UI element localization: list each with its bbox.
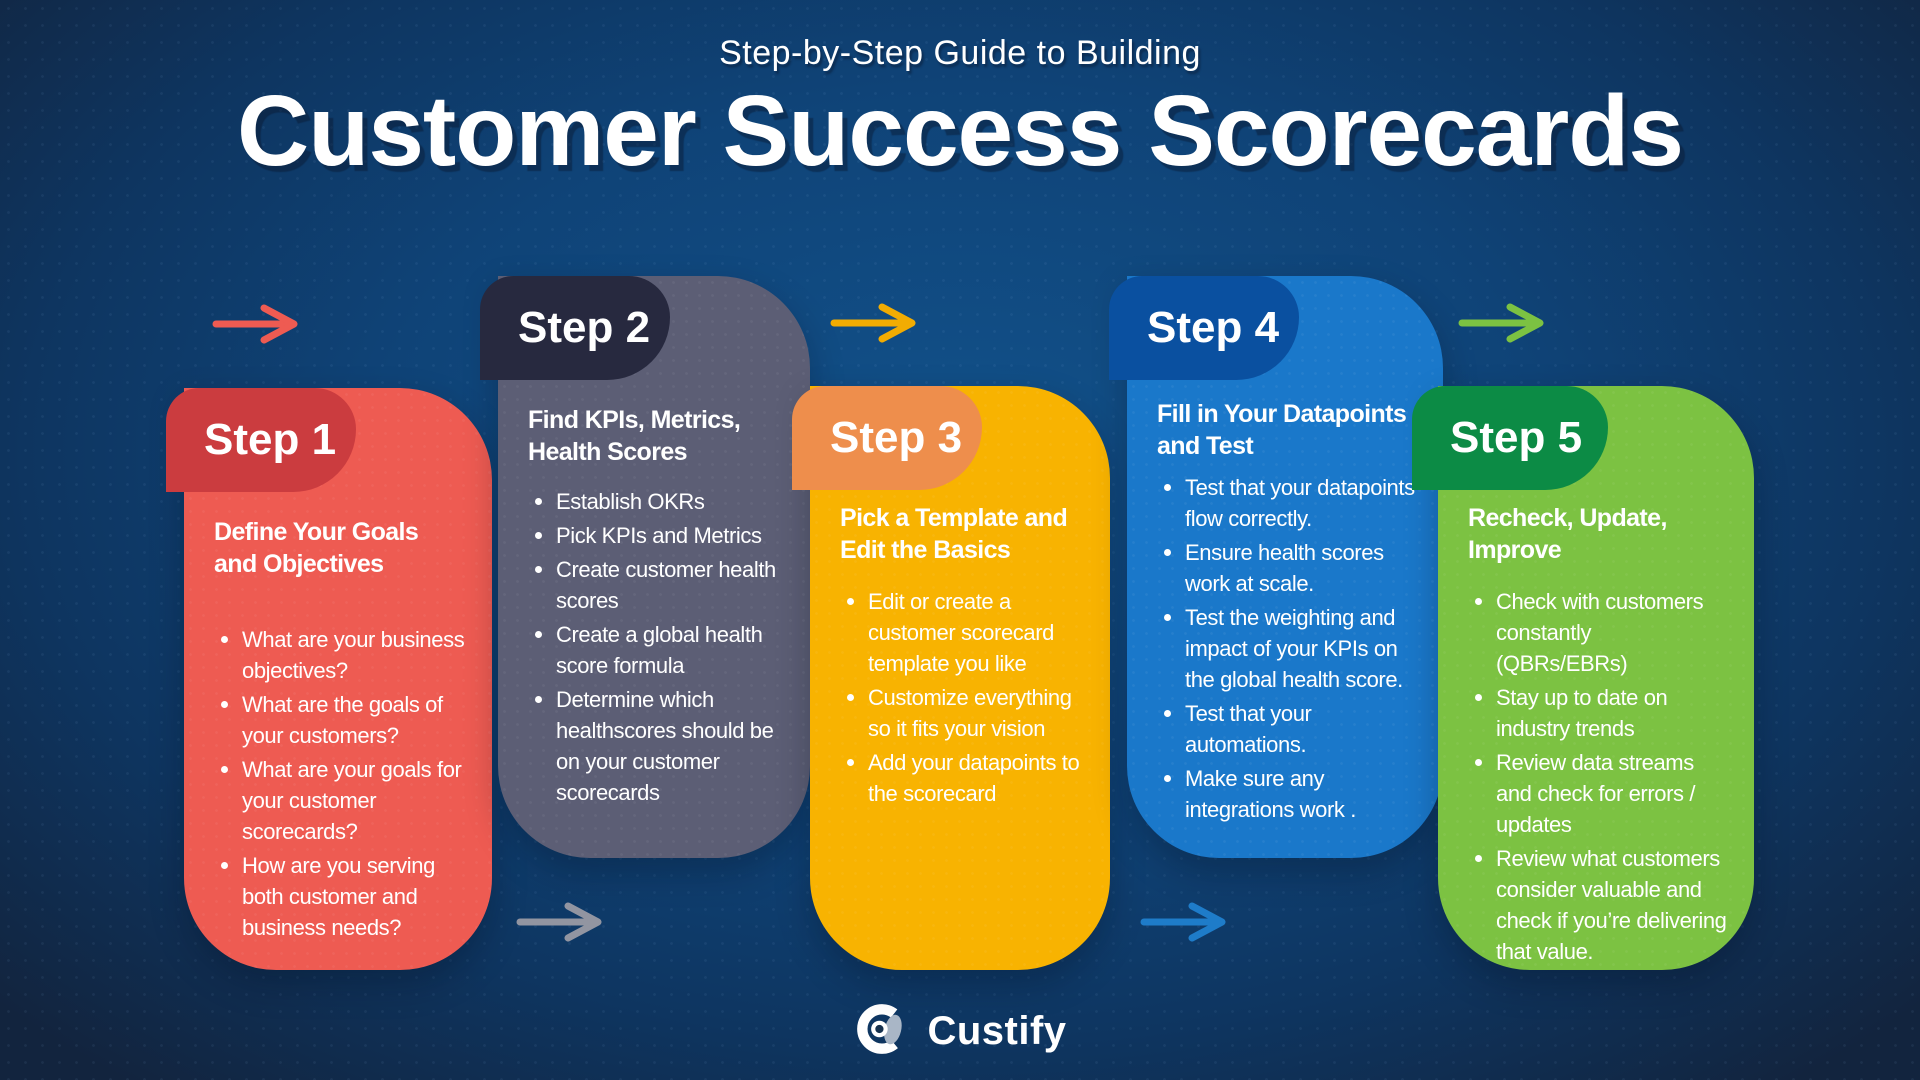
- custify-logo-icon: [853, 1000, 911, 1063]
- bullet-item: Determine which healthscores should be o…: [532, 684, 784, 808]
- step-4-bullets: Test that your datapoints flow correctly…: [1157, 472, 1417, 825]
- step-3-tab: Step 3: [792, 386, 982, 490]
- step-2-label: Step 2: [518, 303, 651, 352]
- step-4-tab: Step 4: [1109, 276, 1299, 380]
- bullet-item: Test that your datapoints flow correctly…: [1161, 472, 1417, 534]
- right-arrow-icon: [1458, 303, 1550, 343]
- step-5-label: Step 5: [1450, 413, 1583, 462]
- bullet-item: How are you serving both customer and bu…: [218, 850, 466, 943]
- right-arrow-icon: [212, 304, 304, 344]
- right-arrow-icon: [516, 902, 608, 942]
- bullet-item: Pick KPIs and Metrics: [532, 520, 784, 551]
- bullet-item: Create a global health score formula: [532, 619, 784, 681]
- brand-name: Custify: [927, 1009, 1067, 1053]
- bullet-item: Stay up to date on industry trends: [1472, 682, 1728, 744]
- step-1-bullets: What are your business objectives?What a…: [214, 624, 466, 943]
- bullet-item: What are your business objectives?: [218, 624, 466, 686]
- bullet-item: Make sure any integrations work .: [1161, 763, 1417, 825]
- page-title: Customer Success Scorecards: [237, 75, 1684, 187]
- bullet-item: Check with customers constantly (QBRs/EB…: [1472, 586, 1728, 679]
- step-4-heading: Fill in Your Datapoints and Test: [1157, 400, 1407, 460]
- bullet-item: Edit or create a customer scorecard temp…: [844, 586, 1084, 679]
- step-card-3: Step 3 Pick a Template and Edit the Basi…: [792, 386, 1110, 970]
- step-3-heading: Pick a Template and Edit the Basics: [840, 504, 1068, 564]
- step-3-label: Step 3: [830, 413, 963, 462]
- bullet-item: Customize everything so it fits your vis…: [844, 682, 1084, 744]
- step-card-4: Step 4 Fill in Your Datapoints and Test …: [1109, 276, 1443, 858]
- footer: Custify: [0, 1000, 1920, 1063]
- bullet-item: Add your datapoints to the scorecard: [844, 747, 1084, 809]
- bullet-item: What are the goals of your customers?: [218, 689, 466, 751]
- step-3-bullets: Edit or create a customer scorecard temp…: [840, 586, 1084, 809]
- step-card-2: Step 2 Find KPIs, Metrics, Health Scores…: [480, 276, 810, 858]
- bullet-item: Ensure health scores work at scale.: [1161, 537, 1417, 599]
- step-4-label: Step 4: [1147, 303, 1280, 352]
- bullet-item: Review data streams and check for errors…: [1472, 747, 1728, 840]
- step-5-tab: Step 5: [1412, 386, 1608, 490]
- step-2-heading: Find KPIs, Metrics, Health Scores: [528, 406, 741, 466]
- step-1-label: Step 1: [204, 415, 337, 464]
- step-2-tab: Step 2: [480, 276, 670, 380]
- right-arrow-icon: [1140, 902, 1232, 942]
- subtitle: Step-by-Step Guide to Building: [719, 34, 1201, 72]
- step-5-bullets: Check with customers constantly (QBRs/EB…: [1468, 586, 1728, 967]
- bullet-item: Create customer health scores: [532, 554, 784, 616]
- bullet-item: Test that your automations.: [1161, 698, 1417, 760]
- right-arrow-icon: [830, 303, 922, 343]
- bullet-item: Test the weighting and impact of your KP…: [1161, 602, 1417, 695]
- bullet-item: Review what customers consider valuable …: [1472, 843, 1728, 967]
- step-1-heading: Define Your Goals and Objectives: [214, 518, 419, 578]
- step-card-1: Step 1 Define Your Goals and Objectives …: [166, 388, 492, 970]
- header: Step-by-Step Guide to Building Customer …: [0, 34, 1920, 184]
- bullet-item: Establish OKRs: [532, 486, 784, 517]
- step-5-heading: Recheck, Update, Improve: [1468, 504, 1667, 564]
- step-1-tab: Step 1: [166, 388, 356, 492]
- step-card-5: Step 5 Recheck, Update, Improve Check wi…: [1412, 386, 1754, 970]
- bullet-item: What are your goals for your customer sc…: [218, 754, 466, 847]
